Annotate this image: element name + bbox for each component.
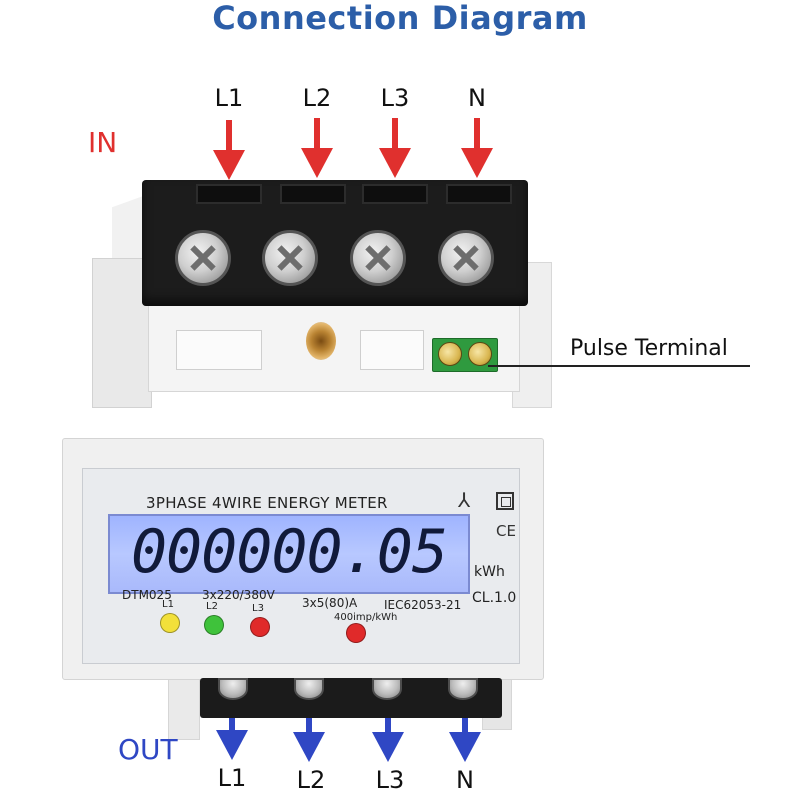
- screw-icon: [294, 678, 324, 700]
- indicator-label-l2: L2: [206, 601, 218, 612]
- mounting-hole: [306, 322, 336, 360]
- screw-icon: [262, 230, 318, 286]
- terminal-slot: [196, 184, 262, 204]
- pulse-rate: 400imp/kWh: [334, 612, 398, 623]
- accuracy-class: CL.1.0: [472, 590, 517, 606]
- arrow-down-icon: [216, 704, 248, 760]
- output-phase-label-l3: L3: [375, 766, 405, 794]
- arrow-down-icon: [379, 118, 411, 178]
- terminal-slot: [362, 184, 428, 204]
- meter-name: 3PHASE 4WIRE ENERGY METER: [146, 494, 388, 512]
- meter-side-left: [168, 670, 200, 740]
- reading-unit: kWh: [474, 564, 505, 580]
- output-arrows: [216, 702, 481, 762]
- screw-icon: [438, 230, 494, 286]
- double-insulation-icon: [496, 492, 514, 510]
- terminal-slot: [280, 184, 346, 204]
- arrow-down-icon: [449, 702, 481, 762]
- pulse-terminal-leader-line: [488, 365, 750, 367]
- screw-icon: [448, 678, 478, 700]
- terminal-window-right: [360, 330, 424, 370]
- led-indicator-icon: [346, 623, 366, 643]
- energy-reading: 000000.05: [130, 517, 448, 587]
- lcd-display: [108, 514, 470, 594]
- output-phase-label-l1: L1: [217, 764, 247, 792]
- screw-icon: [468, 342, 492, 366]
- input-phase-label-l1: L1: [214, 84, 244, 112]
- model-number: DTM025: [122, 588, 172, 602]
- input-label: IN: [88, 126, 118, 159]
- led-indicator-icon: [204, 615, 224, 635]
- pulse-terminal-label: Pulse Terminal: [570, 336, 728, 361]
- screw-icon: [350, 230, 406, 286]
- arrow-down-icon: [301, 118, 333, 178]
- led-indicator-icon: [250, 617, 270, 637]
- terminal-window-left: [176, 330, 262, 370]
- three-phase-symbol-icon: ⅄: [458, 488, 471, 512]
- input-phase-label-l3: L3: [380, 84, 410, 112]
- arrow-down-icon: [213, 120, 245, 180]
- output-phase-label-n: N: [456, 766, 474, 794]
- input-phase-label-l2: L2: [302, 84, 332, 112]
- ce-mark-icon: CE: [496, 522, 516, 540]
- screw-icon: [438, 342, 462, 366]
- indicator-label-l1: L1: [162, 599, 174, 610]
- arrow-down-icon: [372, 706, 404, 762]
- page-title: Connection Diagram: [212, 0, 588, 37]
- input-phase-label-n: N: [468, 84, 486, 112]
- arrow-down-icon: [293, 706, 325, 762]
- terminal-slot: [446, 184, 512, 204]
- input-arrows: [213, 118, 493, 180]
- standard-label: IEC62053-21: [384, 598, 462, 612]
- led-indicator-icon: [160, 613, 180, 633]
- screw-icon: [175, 230, 231, 286]
- voltage-rating: 3x220/380V: [202, 588, 275, 602]
- current-rating: 3x5(80)A: [302, 596, 358, 610]
- output-label: OUT: [118, 733, 178, 766]
- output-phase-label-l2: L2: [296, 766, 326, 794]
- screw-icon: [372, 678, 402, 700]
- screw-icon: [218, 678, 248, 700]
- indicator-label-l3: L3: [252, 603, 264, 614]
- arrow-down-icon: [461, 118, 493, 178]
